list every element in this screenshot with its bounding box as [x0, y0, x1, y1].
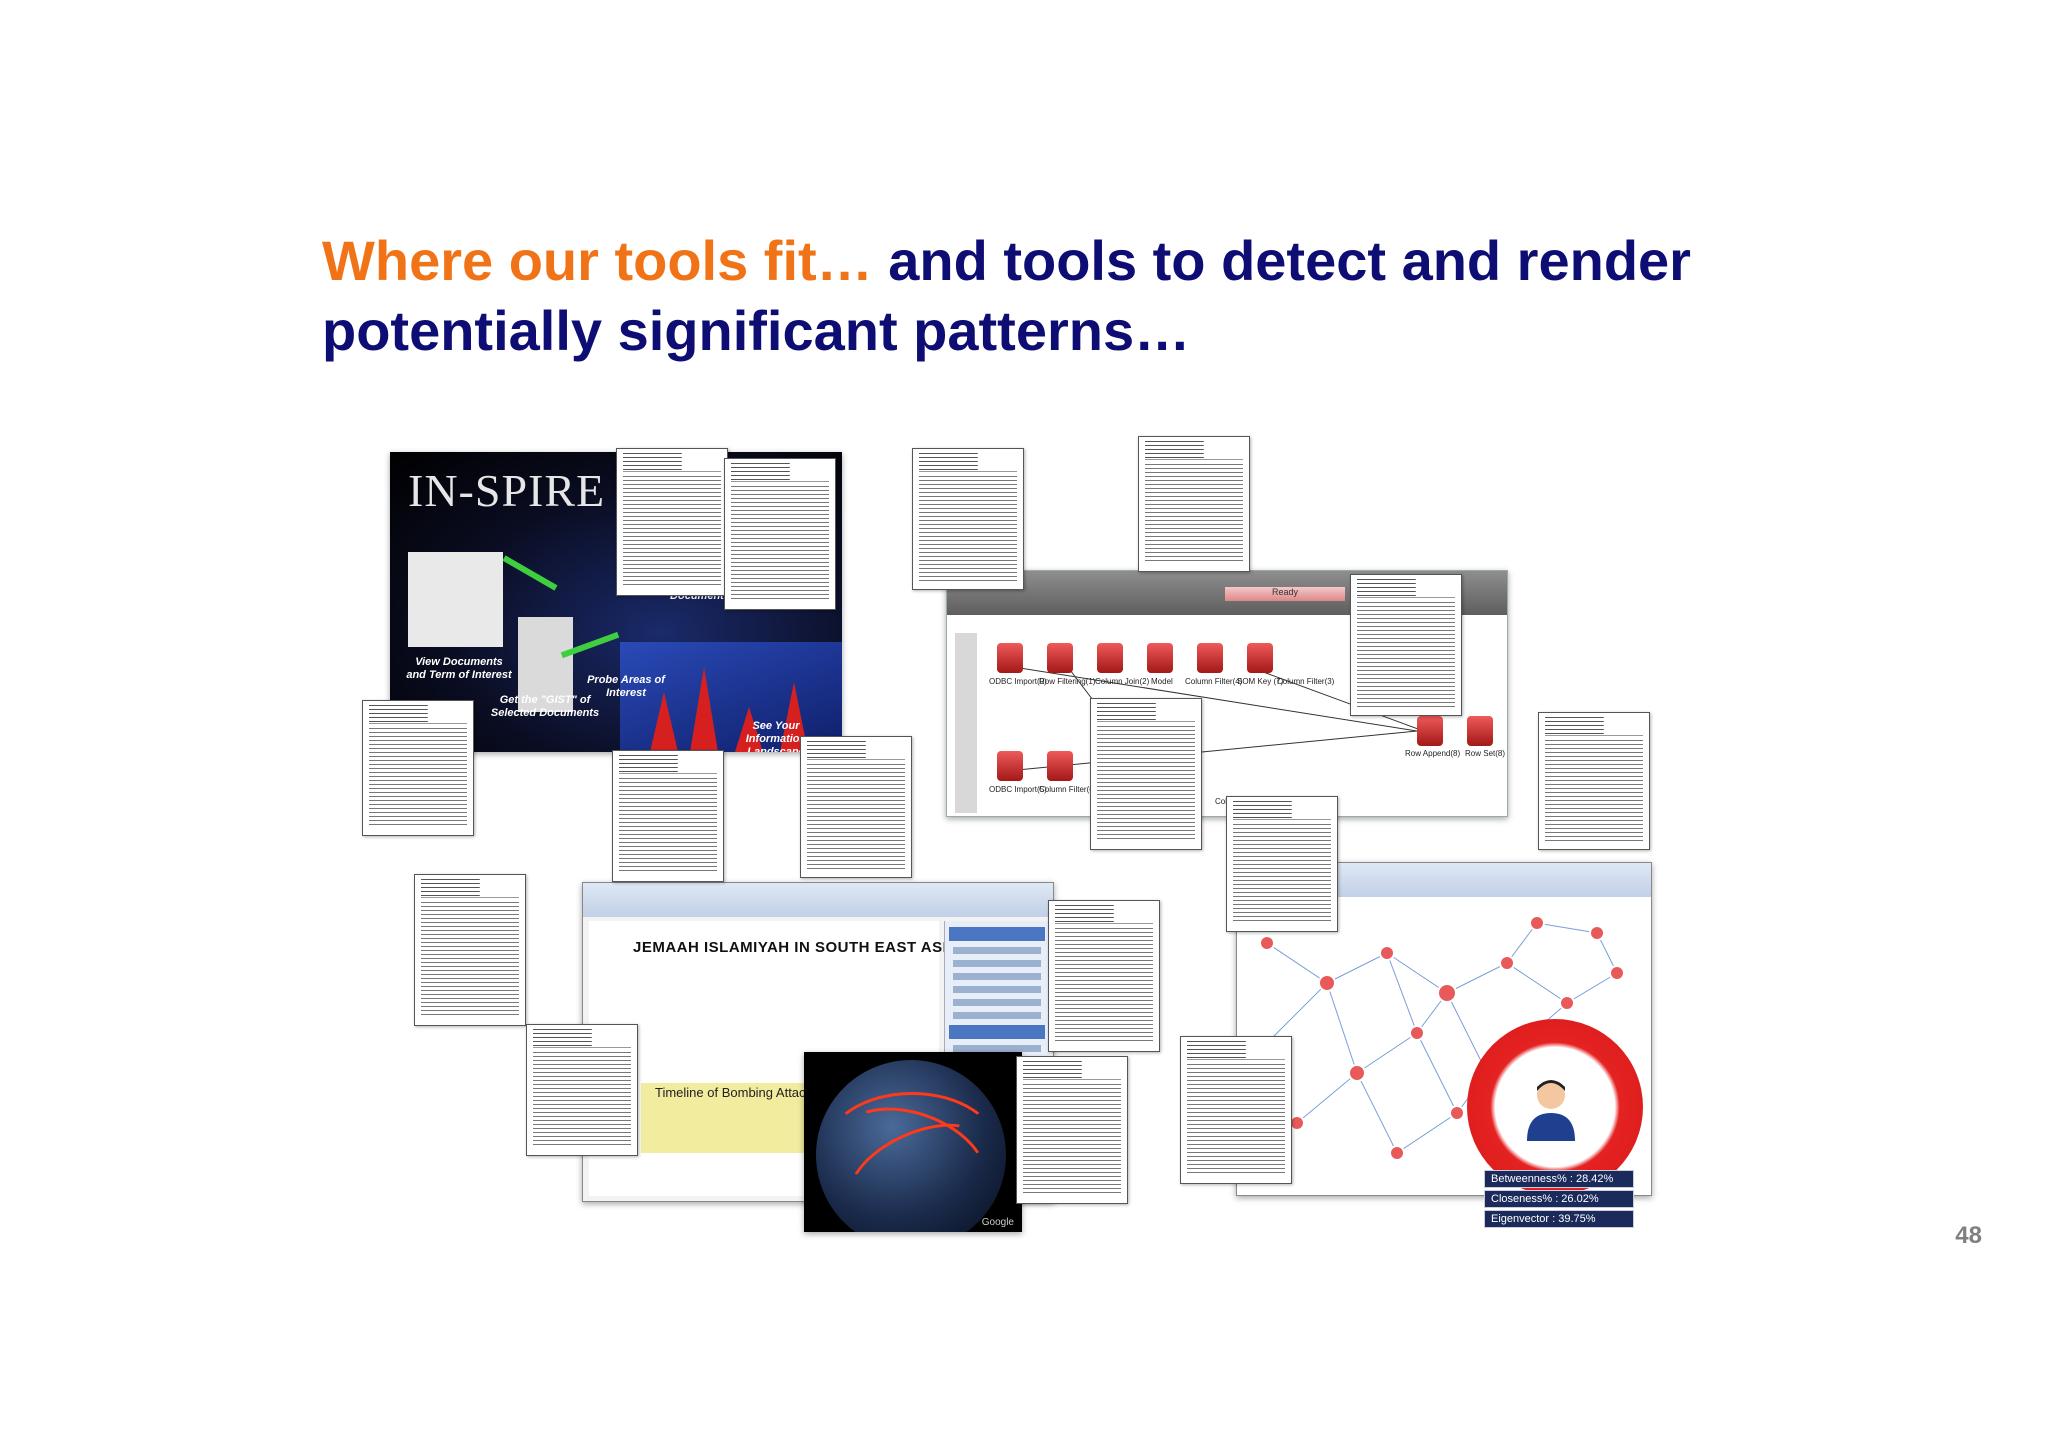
page-number: 48	[1955, 1222, 1982, 1249]
inspire-brand: IN-SPIRE	[408, 465, 606, 516]
document-thumbnail[interactable]	[800, 736, 912, 878]
document-thumbnail[interactable]	[912, 448, 1024, 590]
landscape-peak	[735, 707, 763, 752]
document-thumbnail[interactable]	[1180, 1036, 1292, 1184]
flow-node[interactable]	[1247, 643, 1273, 673]
document-thumbnail[interactable]	[1048, 900, 1160, 1052]
document-thumbnail[interactable]	[1016, 1056, 1128, 1204]
flow-node-label: Column Filter(3)	[1277, 677, 1335, 686]
inspire-document-view	[408, 552, 503, 647]
metric-eigenvector: Eigenvector : 39.75%	[1484, 1210, 1634, 1228]
dataflow-status: Ready	[1225, 587, 1345, 601]
network-metrics: Betweenness% : 28.42% Closeness% : 26.02…	[1484, 1170, 1634, 1230]
flight-arc	[824, 1092, 1000, 1208]
panel-row[interactable]	[953, 1045, 1041, 1052]
flow-node[interactable]	[997, 751, 1023, 781]
panel-row[interactable]	[953, 986, 1041, 993]
flow-node[interactable]	[1097, 643, 1123, 673]
slide-title: Where our tools fit… and tools to detect…	[322, 226, 1722, 366]
flow-node-label: ODBC Import(5)	[989, 785, 1047, 794]
inspire-label-view: View Documents and Term of Interest	[406, 656, 512, 681]
flow-node[interactable]	[1197, 643, 1223, 673]
flow-node[interactable]	[1147, 643, 1173, 673]
flow-node-label: Model	[1151, 677, 1173, 686]
flow-node[interactable]	[997, 643, 1023, 673]
inspire-label-gist: Get the "GIST" of Selected Documents	[490, 694, 600, 719]
inspire-landscape	[620, 642, 842, 752]
flow-node-label: Row Filtering(1)	[1039, 677, 1096, 686]
panel-header	[949, 1025, 1045, 1039]
inspire-term-list	[518, 617, 573, 712]
notebook-menubar[interactable]	[583, 883, 1053, 917]
dataflow-sidebar	[955, 633, 977, 813]
panel-row[interactable]	[953, 999, 1041, 1006]
panel-row[interactable]	[953, 973, 1041, 980]
flow-node-label: Row Append(8)	[1405, 749, 1461, 758]
document-thumbnail[interactable]	[362, 700, 474, 836]
document-thumbnail[interactable]	[526, 1024, 638, 1156]
flow-node-label: Column Join(2)	[1095, 677, 1150, 686]
panel-header	[949, 927, 1045, 941]
flow-node-label: ODBC Import(0)	[989, 677, 1047, 686]
document-thumbnail[interactable]	[612, 750, 724, 882]
panel-row[interactable]	[953, 960, 1041, 967]
panel-row[interactable]	[953, 947, 1041, 954]
inspire-label-probe: Probe Areas of Interest	[587, 674, 665, 699]
globe-logo: Google	[981, 1217, 1014, 1228]
panel-row[interactable]	[953, 1012, 1041, 1019]
document-thumbnail[interactable]	[1350, 574, 1462, 716]
notebook-heading: JEMAAH ISLAMIYAH IN SOUTH EAST ASIA	[633, 939, 959, 956]
slide-title-rest: and tools to detect and render potential…	[322, 229, 1691, 362]
notebook-timeline-title: Timeline of Bombing Attacks	[655, 1085, 819, 1100]
document-thumbnail[interactable]	[616, 448, 728, 596]
landscape-peak	[650, 692, 678, 752]
document-thumbnail[interactable]	[1538, 712, 1650, 850]
document-thumbnail[interactable]	[1138, 436, 1250, 572]
flow-node[interactable]	[1047, 751, 1073, 781]
document-thumbnail[interactable]	[1226, 796, 1338, 932]
person-icon	[1527, 1080, 1575, 1141]
inspire-label-landscape: See Your Information Landscape	[745, 720, 807, 752]
globe-screenshot: Google	[804, 1052, 1022, 1232]
flow-node[interactable]	[1467, 716, 1493, 746]
flow-node[interactable]	[1047, 643, 1073, 673]
slide-title-accent: Where our tools fit…	[322, 229, 873, 292]
document-thumbnail[interactable]	[1090, 698, 1202, 850]
flow-node-label: Column Filter(4)	[1185, 677, 1243, 686]
document-thumbnail[interactable]	[414, 874, 526, 1026]
flow-node-label: SOM Key (7)	[1237, 677, 1284, 686]
flow-node-label: Column Filter(6)	[1039, 785, 1097, 794]
document-thumbnail[interactable]	[724, 458, 836, 610]
metric-betweenness: Betweenness% : 28.42%	[1484, 1170, 1634, 1188]
flow-node-label: Row Set(8)	[1465, 749, 1506, 758]
landscape-peak	[690, 667, 718, 752]
metric-closeness: Closeness% : 26.02%	[1484, 1190, 1634, 1208]
flow-node[interactable]	[1417, 716, 1443, 746]
arrow-icon	[502, 555, 558, 591]
